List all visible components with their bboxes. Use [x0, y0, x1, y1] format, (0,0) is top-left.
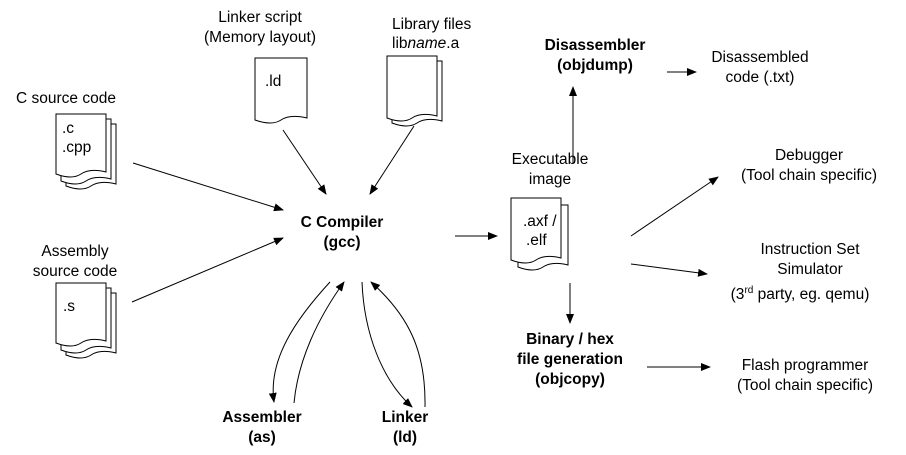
- asm-source-doc-front: [55, 282, 107, 347]
- arrow-library-to-compiler: [369, 125, 415, 195]
- arrow-linker-script-to-compiler: [282, 129, 327, 195]
- asm-source-label-2: source code: [32, 263, 118, 280]
- linker-script-doc: [254, 57, 308, 124]
- linker-script-label-2: (Memory layout): [204, 29, 316, 46]
- compiler-label-2: (gcc): [323, 234, 361, 251]
- objcopy-label-1: Binary / hex: [526, 331, 614, 348]
- library-label-2: libname.a: [392, 35, 460, 52]
- arrow-executable-to-iss: [630, 263, 708, 277]
- c-ext-label: .c: [62, 120, 75, 137]
- arrow-executable-to-debugger: [630, 176, 719, 237]
- arrow-asm-source-to-compiler: [131, 237, 284, 303]
- asm-source-label-1: Assembly: [41, 243, 109, 260]
- executable-doc-front: [510, 197, 562, 264]
- arrow-compiler-to-linker: [361, 281, 413, 408]
- library-doc-front: [386, 55, 438, 122]
- flash-label-2: (Tool chain specific): [736, 377, 874, 394]
- c-source-doc-front: [55, 113, 107, 178]
- cpp-ext-label: .cpp: [62, 139, 92, 156]
- elf-ext-label: .elf: [526, 232, 547, 249]
- axf-ext-label: .axf /: [523, 213, 557, 230]
- iss-label-1: Instruction Set: [760, 241, 860, 258]
- arrow-linker-to-compiler: [370, 281, 426, 408]
- library-label-1: Library files: [392, 16, 472, 33]
- arrow-c-source-to-compiler: [132, 162, 284, 212]
- assembler-label-2: (as): [248, 429, 276, 446]
- objcopy-label-3: (objcopy): [535, 371, 605, 388]
- arrow-assembler-to-compiler: [293, 281, 345, 404]
- disassembler-label-2: (objdump): [557, 57, 633, 74]
- debugger-label-2: (Tool chain specific): [740, 167, 878, 184]
- arrow-compiler-to-assembler: [268, 281, 331, 403]
- asm-ext-label: .s: [63, 298, 76, 315]
- executable-label-1: Executable: [511, 151, 589, 168]
- linker-label-1: Linker: [381, 409, 429, 426]
- disassembled-label-1: Disassembled: [711, 49, 809, 66]
- c-source-label: C source code: [16, 90, 116, 107]
- assembler-label-1: Assembler: [222, 409, 302, 426]
- linker-script-label-1: Linker script: [218, 9, 302, 26]
- ld-ext-label: .ld: [265, 73, 282, 90]
- iss-label-2: Simulator: [777, 261, 843, 278]
- linker-label-2: (ld): [392, 429, 418, 446]
- compiler-label-1: C Compiler: [300, 214, 384, 231]
- executable-label-2: image: [528, 171, 572, 188]
- debugger-label-1: Debugger: [774, 147, 844, 164]
- objcopy-label-2: file generation: [517, 351, 623, 368]
- flash-label-1: Flash programmer: [741, 357, 869, 374]
- disassembler-label-1: Disassembler: [544, 37, 646, 54]
- disassembled-label-2: code (.txt): [725, 69, 795, 86]
- iss-label-3: (3rd party, eg. qemu): [730, 285, 870, 304]
